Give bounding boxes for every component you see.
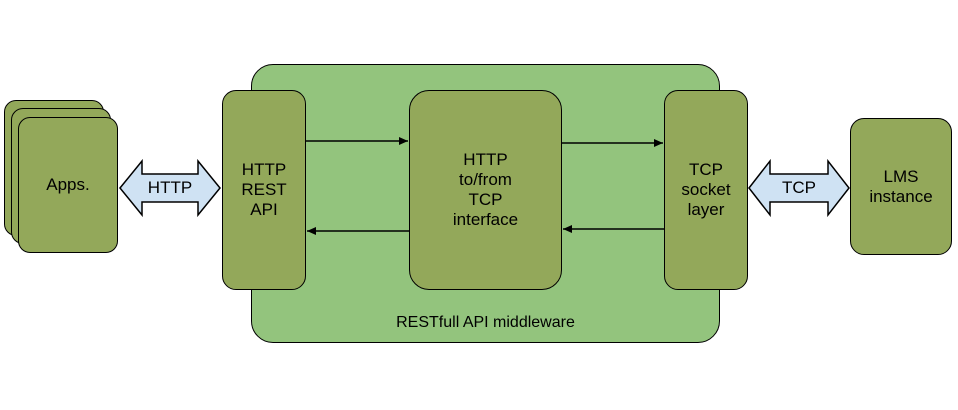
http-rest-api-box: HTTP REST API [222,90,306,290]
lms-instance-box: LMS instance [850,118,952,255]
http-double-arrow [119,158,221,218]
apps-box: Apps. [18,117,118,253]
tcp-socket-layer-box: TCP socket layer [664,90,748,290]
tcp-double-arrow [748,158,850,218]
middleware-label: RESTfull API middleware [396,314,575,331]
tcp-link-label: TCP [782,178,816,197]
http-tcp-interface-box: HTTP to/from TCP interface [409,90,562,290]
http-link-label: HTTP [147,178,193,197]
